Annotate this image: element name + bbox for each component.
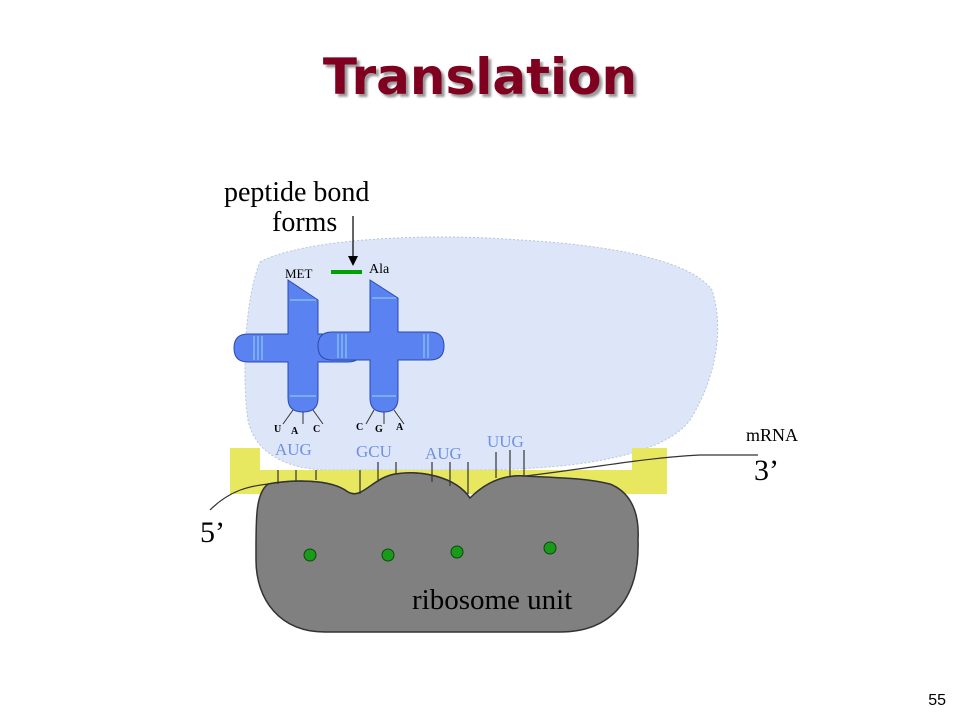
ribosome-label: ribosome unit bbox=[412, 584, 573, 616]
peptide-bond-label-line-1: peptide bond bbox=[224, 177, 370, 208]
mrna-label: mRNA bbox=[746, 425, 799, 445]
five-prime-label: 5’ bbox=[200, 516, 225, 549]
anticodon-met-2: A bbox=[291, 426, 299, 437]
codon-4: UUG bbox=[487, 432, 524, 451]
anticodon-ala-3: A bbox=[396, 422, 404, 433]
anticodon-met-1: U bbox=[274, 424, 282, 435]
peptide-bond-label: peptide bond forms bbox=[224, 178, 369, 238]
codon-3: AUG bbox=[425, 444, 462, 463]
mrna-band-left bbox=[230, 448, 260, 494]
amino-acid-met: MET bbox=[285, 266, 313, 281]
amino-acid-ala: Ala bbox=[369, 262, 390, 277]
mrna-strand bbox=[209, 454, 758, 511]
anticodon-met-3: C bbox=[313, 424, 321, 435]
codon-2: GCU bbox=[356, 442, 392, 461]
codon-1: AUG bbox=[275, 440, 312, 459]
peptide-bond-arrow-head bbox=[348, 256, 358, 266]
peptide-bond-label-line-2: forms bbox=[272, 207, 338, 238]
anticodon-ala-2: G bbox=[375, 424, 383, 435]
ribosome-dots bbox=[303, 541, 557, 562]
slide-title: Translation bbox=[322, 48, 638, 106]
three-prime-label: 3’ bbox=[754, 454, 779, 487]
codon-ticks bbox=[277, 450, 525, 494]
page-number: 55 bbox=[928, 692, 946, 709]
trna-ala bbox=[317, 279, 445, 425]
large-ribosome-subunit bbox=[244, 236, 719, 471]
anticodon-ala-1: C bbox=[356, 422, 364, 433]
